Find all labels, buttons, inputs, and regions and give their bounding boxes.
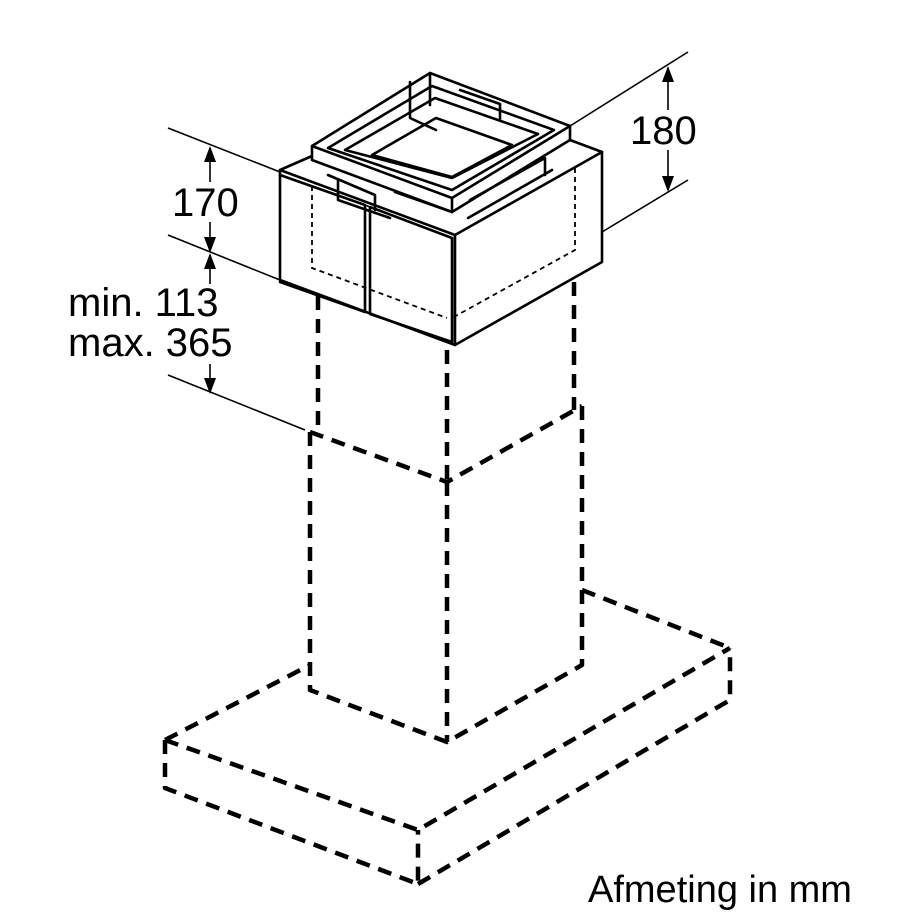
unit-note: Afmeting in mm [588,869,852,911]
dimension-170-label: 170 [172,181,239,225]
chimney-lower-outline [307,404,585,745]
extension-box [278,71,604,347]
chimney-upper-outline [315,282,577,482]
dimension-max-label: max. 365 [68,321,233,365]
hood-canopy-outline [162,587,733,887]
dimension-min-label: min. 113 [68,281,218,325]
dimension-180-label: 180 [630,109,697,153]
